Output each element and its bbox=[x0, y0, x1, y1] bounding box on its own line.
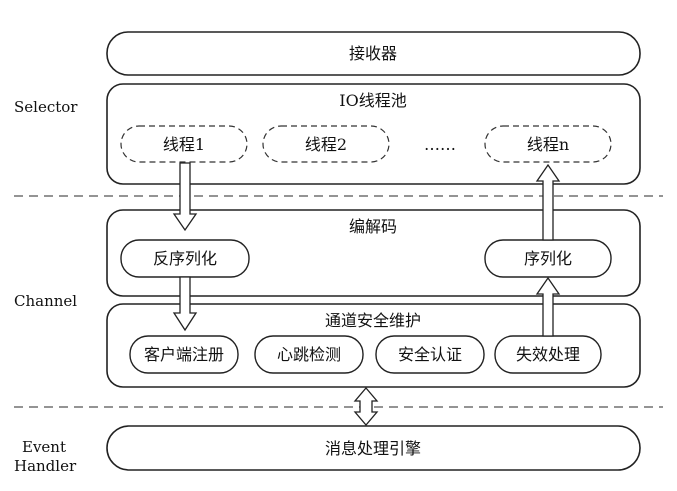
up-arrow-failure-to-serialize bbox=[535, 276, 561, 337]
heartbeat-pill bbox=[254, 335, 364, 374]
thread-n-pill bbox=[484, 125, 612, 163]
event-label: Event bbox=[22, 438, 66, 456]
thread-1-pill bbox=[120, 125, 248, 163]
selector-label: Selector bbox=[14, 98, 78, 116]
security-auth-label: 安全认证 bbox=[398, 345, 462, 364]
failure-handling-label: 失效处理 bbox=[516, 345, 580, 364]
receiver-box bbox=[106, 31, 641, 76]
thread-ellipsis: …… bbox=[424, 135, 456, 154]
security-auth-pill bbox=[375, 335, 485, 374]
thread-n-label: 线程n bbox=[527, 135, 569, 154]
handler-label: Handler bbox=[14, 457, 77, 475]
up-arrow-serialize-to-threadn bbox=[535, 163, 561, 241]
client-register-pill bbox=[129, 335, 239, 374]
thread-2-pill bbox=[262, 125, 390, 163]
channel-label: Channel bbox=[14, 292, 77, 310]
down-arrow-deserialize-to-security bbox=[172, 276, 198, 332]
io-pool-title: IO线程池 bbox=[339, 91, 406, 110]
channel-security-title: 通道安全维护 bbox=[325, 311, 421, 330]
receiver-label: 接收器 bbox=[349, 44, 397, 63]
serialize-label: 序列化 bbox=[524, 249, 572, 268]
bidirectional-arrow-channel-engine bbox=[353, 386, 379, 427]
thread-1-label: 线程1 bbox=[163, 135, 205, 154]
client-register-label: 客户端注册 bbox=[144, 345, 224, 364]
thread-2-label: 线程2 bbox=[305, 135, 347, 154]
heartbeat-label: 心跳检测 bbox=[277, 345, 341, 364]
engine-label: 消息处理引擎 bbox=[325, 439, 421, 458]
down-arrow-thread1-to-deserialize bbox=[172, 162, 198, 232]
codec-title: 编解码 bbox=[349, 217, 397, 236]
engine-box bbox=[106, 425, 641, 471]
deserialize-label: 反序列化 bbox=[153, 249, 217, 268]
